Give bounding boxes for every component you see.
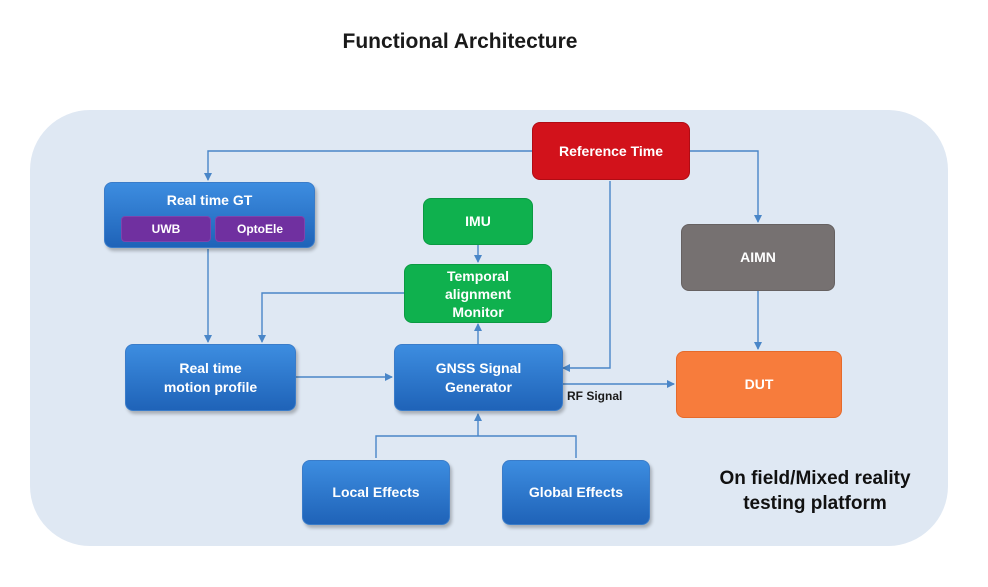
platform-label: On field/Mixed reality testing platform: [719, 468, 911, 514]
node-label: AIMN: [740, 249, 776, 265]
node-label: DUT: [744, 376, 774, 392]
node-uwb: UWB: [121, 216, 211, 242]
edge-label-rf-signal: RF Signal: [567, 389, 623, 403]
node-label: UWB: [151, 221, 181, 236]
node-temporal-alignment-monitor: Temporal alignment Monitor: [404, 264, 552, 323]
node-label: Local Effects: [332, 484, 420, 500]
node-optoele: OptoEle: [215, 216, 305, 242]
node-local-effects: Local Effects: [302, 460, 450, 525]
node-dut: DUT: [676, 351, 842, 418]
node-label: Reference Time: [558, 142, 663, 159]
edge-reftime-to-gnss: [562, 181, 611, 372]
node-reference-time: Reference Time: [532, 122, 690, 180]
node-label: Real time GT: [166, 192, 253, 208]
edge-reftime-to-gt: [204, 150, 532, 181]
node-label: GNSS Signal Generator: [435, 359, 522, 395]
diagram-title: Functional Architecture: [342, 30, 578, 53]
node-real-time-gt: Real time GT UWB OptoEle: [104, 182, 315, 248]
node-label: IMU: [465, 213, 491, 229]
node-label: Temporal alignment Monitor: [444, 267, 512, 320]
edge-reftime-to-aimn: [690, 150, 762, 223]
node-label: OptoEle: [236, 221, 283, 236]
node-real-time-motion-profile: Real time motion profile: [125, 344, 296, 411]
node-label: Real time motion profile: [163, 359, 258, 395]
edge-effects-to-gnss: [375, 414, 577, 458]
node-label: Global Effects: [528, 484, 624, 500]
edge-temporal-to-motion: [258, 292, 404, 343]
node-gnss-signal-generator: GNSS Signal Generator: [394, 344, 563, 411]
node-aimn: AIMN: [681, 224, 835, 291]
node-global-effects: Global Effects: [502, 460, 650, 525]
node-imu: IMU: [423, 198, 533, 245]
